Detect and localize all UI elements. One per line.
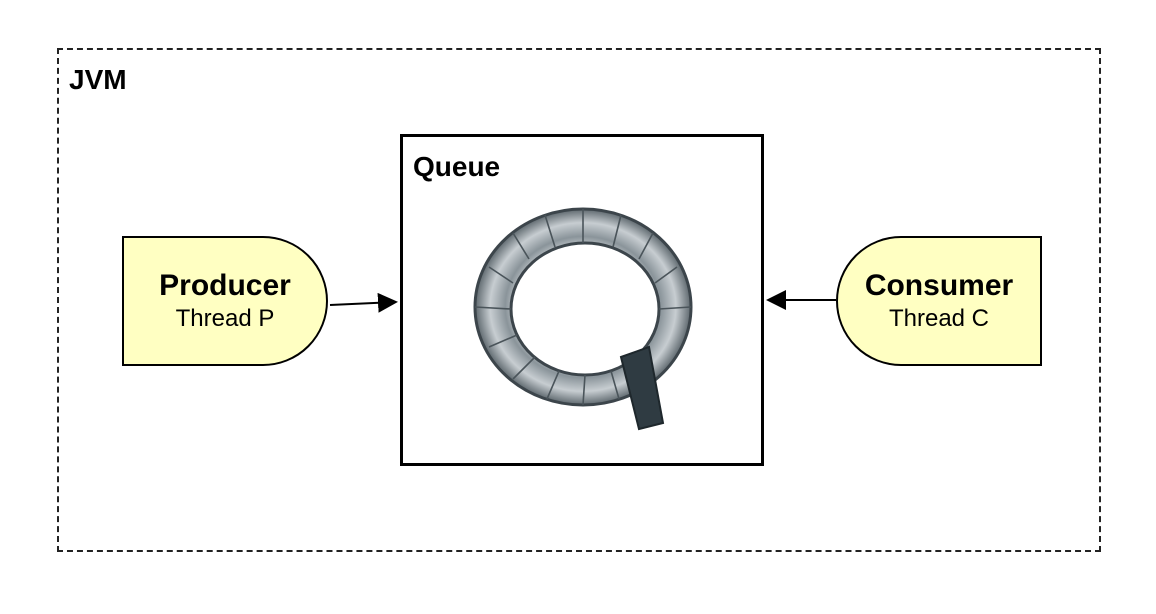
consumer-node: Consumer Thread C — [836, 236, 1042, 366]
queue-label: Queue — [413, 151, 501, 182]
ring-queue-icon — [473, 207, 693, 431]
producer-node: Producer Thread P — [122, 236, 328, 366]
consumer-subtitle: Thread C — [888, 305, 990, 332]
producer-subtitle: Thread P — [175, 305, 275, 332]
jvm-container: JVM — [57, 48, 1101, 552]
consumer-title: Consumer — [864, 269, 1014, 302]
producer-to-queue-arrow — [329, 292, 398, 313]
producer-title: Producer — [159, 269, 291, 302]
queue-container: Queue — [400, 134, 764, 466]
jvm-label: JVM — [69, 64, 127, 95]
